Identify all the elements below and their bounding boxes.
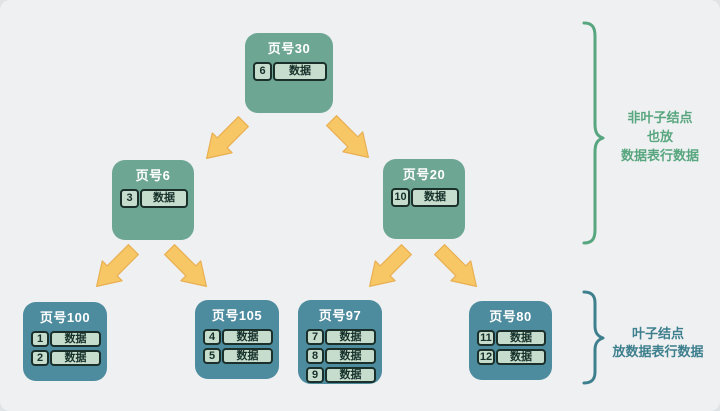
record-list: 10 数据	[383, 183, 465, 207]
record-list: 3 数据	[112, 184, 194, 208]
record-value: 数据	[496, 330, 546, 346]
record-row: 12 数据	[477, 349, 546, 365]
nonleaf-annotation: 非叶子结点 也放 数据表行数据	[608, 108, 712, 165]
record-key: 6	[253, 62, 272, 81]
arrow-down-left-icon	[96, 244, 139, 287]
record-key: 1	[31, 331, 49, 347]
arrow-down-left-icon	[206, 116, 249, 159]
record-key: 11	[477, 330, 495, 346]
record-key: 12	[477, 349, 495, 365]
record-value: 数据	[222, 329, 273, 345]
record-list: 6 数据	[245, 57, 333, 81]
record-key: 4	[203, 329, 221, 345]
record-row: 2 数据	[31, 350, 101, 366]
arrow-down-right-icon	[164, 244, 207, 287]
record-row: 7 数据	[306, 329, 376, 345]
annotation-line: 非叶子结点	[627, 110, 693, 125]
record-row: 4 数据	[203, 329, 273, 345]
record-value: 数据	[325, 329, 376, 345]
record-key: 3	[120, 189, 139, 208]
record-value: 数据	[140, 189, 188, 208]
annotation-line: 数据表行数据	[620, 148, 699, 163]
record-value: 数据	[325, 348, 376, 364]
record-value: 数据	[411, 188, 459, 207]
arrow-down-right-icon	[434, 244, 477, 287]
node-title: 页号6	[135, 168, 171, 183]
record-row: 3 数据	[120, 189, 188, 208]
node-page-30: 页号30 6 数据	[245, 33, 333, 113]
record-list: 7 数据 8 数据 9 数据	[298, 324, 382, 383]
record-key: 5	[203, 348, 221, 364]
record-row: 11 数据	[477, 330, 546, 346]
node-page-100: 页号100 1 数据 2 数据	[23, 302, 107, 381]
record-row: 9 数据	[306, 367, 376, 383]
node-title: 页号80	[489, 309, 532, 324]
leaf-annotation: 叶子结点 放数据表行数据	[602, 325, 714, 361]
record-key: 9	[306, 367, 324, 383]
node-page-20: 页号20 10 数据	[383, 159, 465, 239]
nonleaf-levels-brace-icon	[582, 21, 605, 245]
arrow-down-left-icon	[369, 244, 412, 287]
record-value: 数据	[50, 331, 101, 347]
annotation-line: 叶子结点	[631, 326, 684, 341]
record-row: 8 数据	[306, 348, 376, 364]
annotation-line: 也放	[646, 129, 673, 144]
record-row: 5 数据	[203, 348, 273, 364]
leaf-level-brace-icon	[582, 290, 605, 385]
record-value: 数据	[496, 349, 546, 365]
record-key: 10	[391, 188, 410, 207]
record-list: 11 数据 12 数据	[469, 325, 552, 365]
node-title: 页号97	[318, 308, 362, 323]
record-value: 数据	[273, 62, 327, 81]
annotation-line: 放数据表行数据	[612, 344, 704, 359]
node-page-97: 页号97 7 数据 8 数据 9 数据	[298, 300, 382, 384]
record-list: 4 数据 5 数据	[195, 324, 279, 364]
node-page-6: 页号6 3 数据	[112, 160, 194, 240]
node-title: 页号30	[267, 41, 311, 56]
arrow-down-right-icon	[326, 115, 369, 158]
node-page-105: 页号105 4 数据 5 数据	[195, 300, 279, 379]
record-row: 10 数据	[391, 188, 459, 207]
node-title: 页号20	[402, 167, 446, 182]
record-key: 8	[306, 348, 324, 364]
record-list: 1 数据 2 数据	[23, 326, 107, 366]
node-page-80: 页号80 11 数据 12 数据	[469, 301, 552, 380]
record-value: 数据	[222, 348, 273, 364]
node-title: 页号100	[39, 310, 91, 325]
record-row: 1 数据	[31, 331, 101, 347]
node-title: 页号105	[211, 308, 263, 323]
record-row: 6 数据	[253, 62, 327, 81]
record-key: 7	[306, 329, 324, 345]
record-key: 2	[31, 350, 49, 366]
record-value: 数据	[325, 367, 376, 383]
record-value: 数据	[50, 350, 101, 366]
